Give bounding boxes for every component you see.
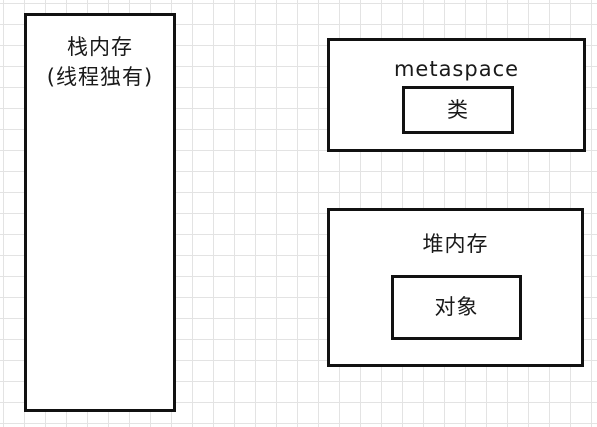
object-box: 对象 <box>391 275 522 340</box>
class-label: 类 <box>447 98 469 122</box>
heap-memory-title: 堆内存 <box>422 232 489 256</box>
class-box: 类 <box>402 86 514 134</box>
object-label: 对象 <box>434 295 479 319</box>
metaspace-box: metaspace 类 <box>327 38 586 152</box>
heap-memory-box: 堆内存 对象 <box>327 208 584 367</box>
stack-memory-title: 栈内存 <box>67 35 133 59</box>
stack-memory-subtitle: (线程独有) <box>46 65 154 89</box>
metaspace-title: metaspace <box>393 57 520 81</box>
stack-memory-box: 栈内存 (线程独有) <box>24 13 176 412</box>
